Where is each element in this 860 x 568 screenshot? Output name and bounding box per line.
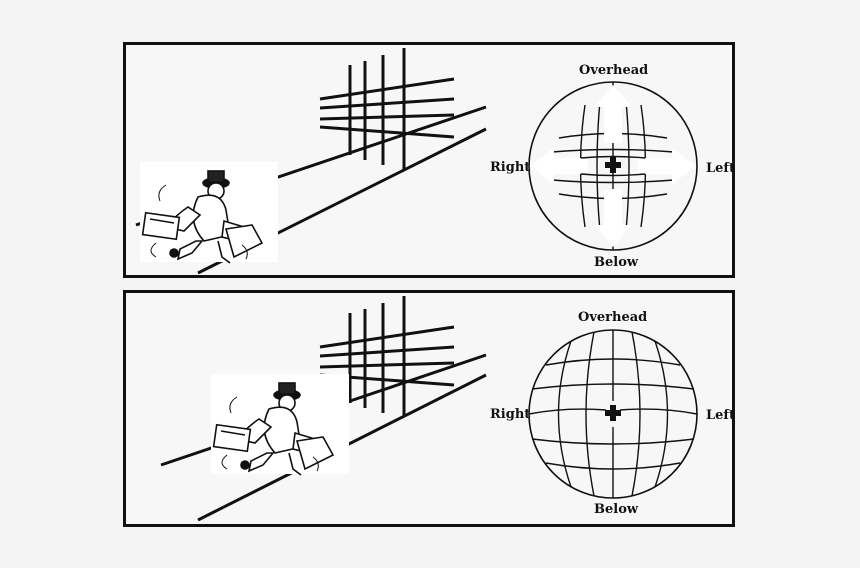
label-below: Below [594,255,639,270]
diagram-panel-bottom: Overhead Below Right Left [123,290,735,527]
grid-horizontal-bar [319,345,455,358]
grid-horizontal-bar [319,125,455,139]
label-overhead: Overhead [579,63,649,78]
grid-bars [319,296,455,417]
label-below: Below [594,502,639,517]
fixation-cross-icon [605,157,621,173]
grid-horizontal-bar [319,77,455,101]
sphere-gridlines [528,330,698,498]
panel-top-drawing [135,48,698,275]
walking-man-figure [211,374,349,476]
grid-horizontal-bar [319,97,455,110]
grid-bars [319,48,455,169]
grid-horizontal-bar [319,113,455,121]
view-sphere-distorted [528,81,698,251]
fixation-cross-icon [605,405,621,421]
label-right: Right [490,160,531,175]
panel-bottom-drawing [160,296,698,522]
label-right: Right [490,407,531,422]
grid-horizontal-bar [319,325,455,349]
walking-man-figure [140,162,278,264]
direction-arrow-icon [530,85,696,247]
label-left: Left [706,161,736,176]
label-left: Left [706,408,736,423]
label-overhead: Overhead [578,310,648,325]
diagram-panel-top: Overhead Below Right Left [123,42,735,278]
grid-horizontal-bar [319,361,455,369]
view-sphere-round [528,329,698,499]
